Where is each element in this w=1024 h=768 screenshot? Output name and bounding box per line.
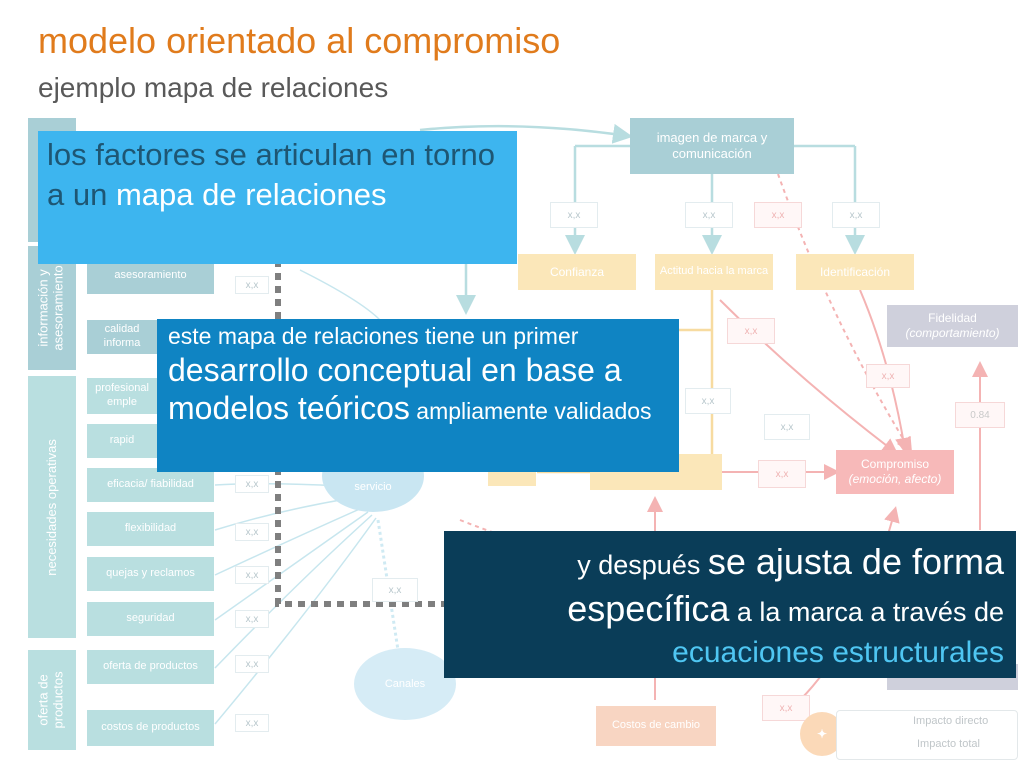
callout-factores-text: los factores se articulan en torno a un	[47, 137, 496, 212]
factor-rapidez: rapid	[87, 424, 157, 458]
factor-asesoramiento: asesoramiento	[87, 258, 214, 294]
callout-ajuste-intro: y después	[577, 550, 708, 580]
canales-connector	[376, 519, 400, 651]
coef-label: x,x	[866, 364, 910, 388]
node-canales: Canales	[354, 648, 456, 720]
page-title: modelo orientado al compromiso	[38, 20, 561, 61]
factor-quejas: quejas y reclamos	[87, 557, 214, 591]
coef-label: x,x	[764, 414, 810, 440]
coef-label: x,x	[235, 610, 269, 628]
node-imagen: imagen de marca y comunicación	[630, 118, 794, 174]
node-actitud: Actitud hacia la marca	[655, 254, 773, 290]
node-identificacion: Identificación	[796, 254, 914, 290]
band-operativas: necesidades operativas	[28, 376, 76, 638]
factor-profesional: profesional emple	[87, 378, 157, 414]
factor-flexibilidad: flexibilidad	[87, 512, 214, 546]
coef-label: x,x	[685, 202, 733, 228]
factor-connectors	[214, 269, 381, 725]
coef-label: x,x	[727, 318, 775, 344]
band-oferta: oferta de productos	[28, 650, 76, 750]
callout-ajuste-ecuaciones: ecuaciones estructurales	[672, 635, 1004, 669]
band-informacion: información y asesoramiento	[28, 246, 76, 370]
coef-label: x,x	[235, 276, 269, 294]
node-compromiso: Compromiso (emoción, afecto)	[836, 450, 954, 494]
compromiso-sub: (emoción, afecto)	[848, 472, 942, 486]
coef-label: x,x	[685, 388, 731, 414]
callout-ajuste: y después se ajusta de forma específica …	[444, 531, 1016, 678]
callout-ajuste-mid: a la marca a través de	[729, 596, 1004, 627]
legend: Impacto directo Impacto total	[836, 710, 1018, 760]
factor-eficacia: eficacia/ fiabilidad	[87, 468, 214, 502]
node-costos-cambio: Costos de cambio	[596, 706, 716, 746]
callout-factores: los factores se articulan en torno a un …	[38, 131, 517, 264]
factor-seguridad: seguridad	[87, 602, 214, 636]
coef-label: x,x	[832, 202, 880, 228]
coef-label: x,x	[235, 475, 269, 493]
node-fidelidad: Fidelidad (comportamiento)	[887, 305, 1018, 347]
coef-label: x,x	[235, 566, 269, 584]
factor-calidad: calidad informa	[87, 320, 157, 354]
compromiso-label: Compromiso	[860, 457, 929, 471]
callout-desarrollo-intro: este mapa de relaciones tiene un primer	[168, 323, 579, 349]
coef-label: x,x	[758, 460, 806, 488]
legend-direct: Impacto directo	[913, 715, 989, 727]
value-084: 0.84	[955, 402, 1005, 428]
factor-costos-productos: costos de productos	[87, 710, 214, 746]
callout-desarrollo: este mapa de relaciones tiene un primer …	[157, 319, 679, 472]
callout-factores-highlight: mapa de relaciones	[115, 176, 387, 212]
callout-desarrollo-tail: ampliamente validados	[409, 397, 652, 424]
coef-label: x,x	[235, 655, 269, 673]
callout-desarrollo-highlight: desarrollo conceptual en base a modelos …	[168, 351, 622, 426]
fidelidad-sub: (comportamiento)	[905, 326, 1000, 340]
coef-label: x,x	[754, 202, 802, 228]
coef-label: x,x	[235, 714, 269, 732]
coef-label: x,x	[550, 202, 598, 228]
dotted-bracket	[275, 260, 444, 607]
callout-ajuste-highlight: se ajusta de forma específica	[567, 541, 1004, 629]
coef-label: x,x	[235, 523, 269, 541]
factor-oferta-productos: oferta de productos	[87, 650, 214, 684]
coef-label: x,x	[762, 695, 810, 721]
node-confianza: Confianza	[518, 254, 636, 290]
legend-total: Impacto total	[917, 738, 980, 750]
fidelidad-label: Fidelidad	[928, 311, 977, 325]
coef-label: x,x	[372, 578, 418, 602]
page-subtitle: ejemplo mapa de relaciones	[38, 72, 389, 103]
